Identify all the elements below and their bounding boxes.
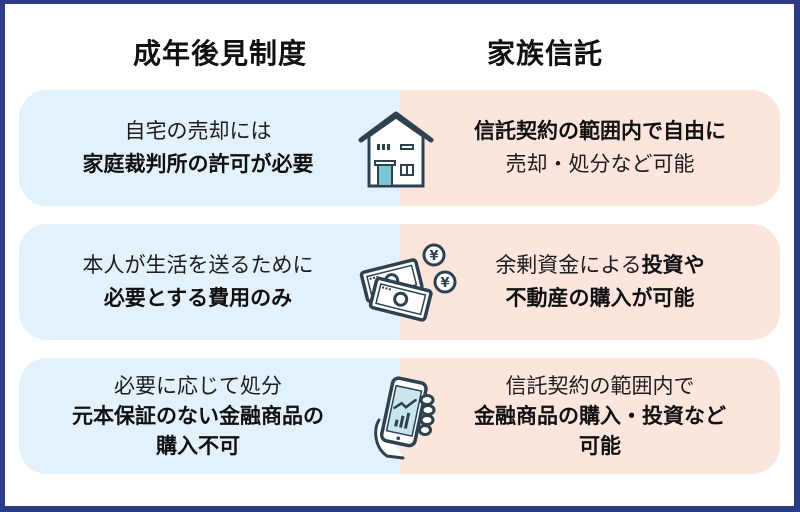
comparison-row-financial-products: 必要に応じて処分 元本保証のない金融商品の 購入不可 信託契約の範囲内で 金融商… bbox=[19, 358, 780, 474]
text-line-bold: 不動産の購入が可能 bbox=[505, 286, 695, 310]
guardianship-text: 必要に応じて処分 元本保証のない金融商品の 購入不可 bbox=[33, 358, 363, 474]
text-line: 売却・処分など可能 bbox=[505, 152, 695, 176]
comparison-row-property-sale: 自宅の売却には 家庭裁判所の許可が必要 信託契約の範囲内で自由に 売却・処分など… bbox=[19, 90, 780, 206]
family-trust-text: 余剰資金による投資や 不動産の購入が可能 bbox=[440, 224, 760, 340]
smartphone-chart-icon bbox=[374, 376, 436, 460]
text-normal: 余剰資金による bbox=[495, 253, 642, 277]
text-line-bold: 家庭裁判所の許可が必要 bbox=[82, 152, 314, 176]
family-trust-text: 信託契約の範囲内で自由に 売却・処分など可能 bbox=[440, 90, 760, 206]
text-line-bold: 元本保証のない金融商品の bbox=[72, 404, 324, 428]
text-line: 信託契約の範囲内で bbox=[505, 374, 695, 398]
house-icon bbox=[358, 111, 434, 188]
money-coins-icon: ¥ ¥ bbox=[359, 243, 457, 322]
text-line-bold: 信託契約の範囲内で自由に bbox=[474, 119, 726, 143]
family-trust-panel: 信託契約の範囲内で自由に 売却・処分など可能 bbox=[400, 90, 780, 206]
guardianship-panel: 自宅の売却には 家庭裁判所の許可が必要 bbox=[19, 90, 400, 206]
family-trust-text: 信託契約の範囲内で 金融商品の購入・投資など 可能 bbox=[440, 358, 760, 474]
guardianship-text: 自宅の売却には 家庭裁判所の許可が必要 bbox=[33, 90, 363, 206]
text-line: 自宅の売却には bbox=[124, 119, 272, 143]
text-line: 本人が生活を送るために bbox=[82, 253, 314, 277]
text-line-mixed: 余剰資金による投資や bbox=[495, 249, 704, 282]
text-line-bold: 必要とする費用のみ bbox=[103, 286, 293, 310]
header-family-trust: 家族信託 bbox=[486, 37, 603, 70]
text-line-bold: 購入不可 bbox=[156, 434, 240, 458]
text-bold: 投資や bbox=[641, 253, 705, 277]
text-line-bold: 金融商品の購入・投資など bbox=[474, 404, 726, 428]
family-trust-panel: 余剰資金による投資や 不動産の購入が可能 bbox=[400, 224, 780, 340]
family-trust-panel: 信託契約の範囲内で 金融商品の購入・投資など 可能 bbox=[400, 358, 780, 474]
header-guardianship: 成年後見制度 bbox=[132, 37, 307, 70]
guardianship-panel: 本人が生活を送るために 必要とする費用のみ bbox=[19, 224, 400, 340]
text-line: 必要に応じて処分 bbox=[114, 374, 282, 398]
guardianship-panel: 必要に応じて処分 元本保証のない金融商品の 購入不可 bbox=[19, 358, 400, 474]
text-line-bold: 可能 bbox=[579, 434, 621, 458]
comparison-row-fund-usage: 本人が生活を送るために 必要とする費用のみ 余剰資金による投資や 不動産の購入が… bbox=[19, 224, 780, 340]
svg-text:¥: ¥ bbox=[429, 249, 438, 264]
guardianship-text: 本人が生活を送るために 必要とする費用のみ bbox=[33, 224, 363, 340]
svg-text:¥: ¥ bbox=[440, 276, 449, 291]
